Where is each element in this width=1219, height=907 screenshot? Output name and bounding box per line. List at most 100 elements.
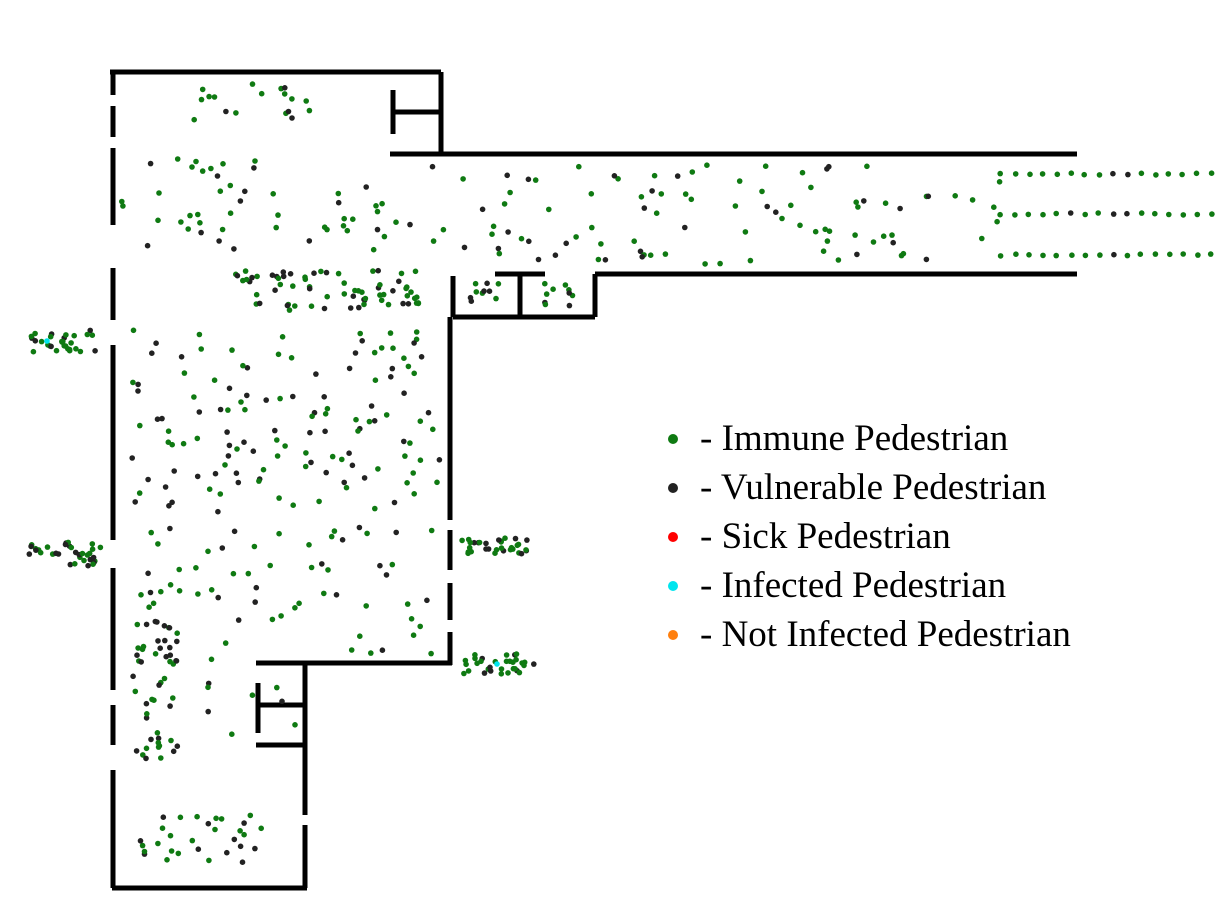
pedestrian-dot bbox=[249, 274, 255, 281]
pedestrian-dot bbox=[1180, 212, 1187, 218]
pedestrian-dot bbox=[375, 466, 381, 472]
legend-label: - Not Infected Pedestrian bbox=[700, 614, 1071, 655]
pedestrian-dot bbox=[37, 549, 44, 556]
pedestrian-dot bbox=[380, 291, 387, 298]
pedestrian-dot bbox=[1012, 171, 1019, 177]
pedestrian-dot bbox=[130, 327, 137, 334]
pedestrian-dot bbox=[290, 393, 296, 400]
pedestrian-dot bbox=[898, 252, 905, 259]
pedestrian-dot bbox=[532, 177, 539, 183]
pedestrian-dot bbox=[156, 682, 162, 688]
pedestrian-dot bbox=[371, 418, 378, 424]
pedestrian-dot bbox=[969, 197, 976, 203]
pedestrian-dot bbox=[218, 816, 225, 822]
pedestrian-dot bbox=[339, 456, 345, 463]
pedestrian-dot bbox=[615, 176, 621, 182]
pedestrian-dot bbox=[140, 643, 147, 650]
pedestrian-dot bbox=[170, 748, 177, 755]
pedestrian-dot bbox=[220, 161, 226, 167]
pedestrian-dot bbox=[217, 188, 224, 194]
pedestrian-dot bbox=[822, 226, 828, 233]
pedestrian-dot bbox=[1165, 171, 1172, 177]
pedestrian-dot bbox=[682, 224, 688, 231]
pedestrian-dot bbox=[227, 182, 234, 189]
pedestrian-dot bbox=[389, 561, 396, 568]
pedestrian-dot bbox=[47, 333, 54, 340]
pedestrian-dot bbox=[440, 226, 447, 233]
pedestrian-dot bbox=[518, 235, 525, 242]
pedestrian-dot bbox=[430, 426, 436, 433]
pedestrian-dot bbox=[1124, 252, 1131, 259]
pedestrian-dot bbox=[1152, 251, 1159, 257]
pedestrian-dot bbox=[362, 295, 369, 302]
pedestrian-dot bbox=[26, 551, 33, 557]
pedestrian-dot bbox=[481, 288, 487, 294]
pedestrian-dot bbox=[281, 91, 288, 97]
pedestrian-dot bbox=[144, 242, 151, 249]
pedestrian-dot bbox=[864, 163, 870, 170]
pedestrian-dot bbox=[485, 546, 492, 552]
pedestrian-dot bbox=[174, 638, 180, 645]
pedestrian-dot bbox=[487, 668, 494, 674]
pedestrian-dot bbox=[195, 591, 201, 597]
pedestrian-dot bbox=[237, 843, 244, 850]
pedestrian-dot bbox=[340, 223, 347, 229]
pedestrian-dot bbox=[239, 859, 246, 865]
pedestrian-dot bbox=[461, 670, 467, 677]
pedestrian-dot bbox=[595, 256, 602, 263]
pedestrian-dot bbox=[68, 544, 75, 551]
pedestrian-dot bbox=[531, 661, 537, 667]
pedestrian-dot bbox=[71, 332, 77, 339]
pedestrian-dot bbox=[516, 669, 523, 676]
pedestrian-dot bbox=[137, 838, 144, 844]
pedestrian-dot bbox=[428, 650, 434, 657]
pedestrian-dot bbox=[90, 554, 97, 561]
pedestrian-dot bbox=[535, 256, 542, 263]
pedestrian-dot bbox=[335, 190, 342, 197]
pedestrian-dot bbox=[514, 542, 521, 549]
pedestrian-dot bbox=[73, 346, 79, 352]
pedestrian-dot bbox=[1152, 210, 1158, 217]
pedestrian-dot bbox=[151, 697, 157, 703]
pedestrian-dot bbox=[489, 231, 495, 237]
pedestrian-dot bbox=[463, 661, 469, 668]
pedestrian-dot bbox=[242, 268, 249, 274]
pedestrian-dot bbox=[155, 840, 161, 847]
pedestrian-dot bbox=[28, 333, 35, 340]
pedestrian-dot bbox=[205, 820, 212, 827]
pedestrian-dot bbox=[363, 184, 370, 190]
pedestrian-dot bbox=[167, 525, 173, 532]
pedestrian-dot bbox=[542, 301, 549, 308]
pedestrian-dot bbox=[370, 246, 377, 253]
pedestrian-dot bbox=[206, 857, 212, 864]
pedestrian-dot bbox=[396, 278, 402, 285]
pedestrian-dot bbox=[308, 303, 315, 310]
pedestrian-dot bbox=[194, 473, 201, 480]
pedestrian-dot bbox=[674, 173, 681, 179]
pedestrian-dot bbox=[1111, 251, 1117, 258]
pedestrian-dot bbox=[143, 621, 150, 628]
pedestrian-dot bbox=[242, 406, 248, 413]
pedestrian-dot bbox=[276, 495, 282, 501]
pedestrian-dot bbox=[689, 169, 696, 175]
pedestrian-dot bbox=[274, 437, 280, 443]
pedestrian-dot bbox=[374, 208, 381, 215]
pedestrian-dot bbox=[274, 453, 281, 459]
pedestrian-dot bbox=[322, 428, 328, 435]
pedestrian-dot bbox=[134, 652, 140, 658]
pedestrian-dot bbox=[130, 673, 136, 680]
pedestrian-dot bbox=[598, 241, 604, 247]
pedestrian-dot bbox=[143, 715, 150, 721]
pedestrian-dot bbox=[381, 233, 388, 240]
pedestrian-dot bbox=[217, 406, 224, 413]
pedestrian-dot bbox=[260, 466, 267, 473]
pedestrian-dot bbox=[289, 115, 295, 121]
pedestrian-dot bbox=[208, 656, 215, 663]
pedestrian-dot bbox=[154, 730, 161, 736]
pedestrian-dot bbox=[404, 601, 411, 607]
pedestrian-dot bbox=[429, 163, 436, 170]
pedestrian-dot bbox=[175, 850, 182, 857]
pedestrian-dot bbox=[704, 162, 710, 168]
pedestrian-dot bbox=[135, 381, 141, 388]
pedestrian-dot bbox=[357, 330, 364, 337]
